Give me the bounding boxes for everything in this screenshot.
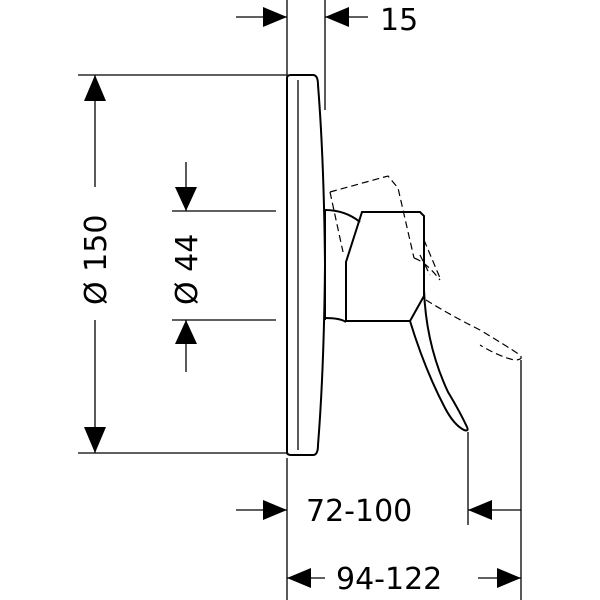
label-projection-short: 72-100 [306,494,412,529]
handle-alternate-position [329,175,522,361]
label-outer-diameter: Ø 150 [79,215,114,305]
arrow-right-icon [263,7,287,27]
extension-lines [78,0,522,600]
arrow-down-icon [175,187,197,211]
arrow-left-icon [287,568,311,588]
arrow-right-icon [263,500,287,520]
label-inner-diameter: Ø 44 [170,234,205,305]
dimension-inner-diameter: Ø 44 [170,162,205,372]
label-plate-thickness: 15 [380,3,418,38]
arrow-down-icon [84,427,106,453]
dimension-outer-diameter: Ø 150 [79,75,114,453]
arrow-up-icon [84,75,106,101]
mixer-handle [324,209,469,432]
dimension-projection-long: 94-122 [287,562,521,597]
label-projection-long: 94-122 [336,562,442,597]
arrow-up-icon [175,320,197,344]
arrow-right-icon [497,568,521,588]
dimension-projection-short: 72-100 [236,494,521,529]
arrow-left-icon [468,500,492,520]
arrow-left-icon [325,7,349,27]
dimension-plate-thickness: 15 [236,3,418,38]
wall-plate [286,74,327,456]
